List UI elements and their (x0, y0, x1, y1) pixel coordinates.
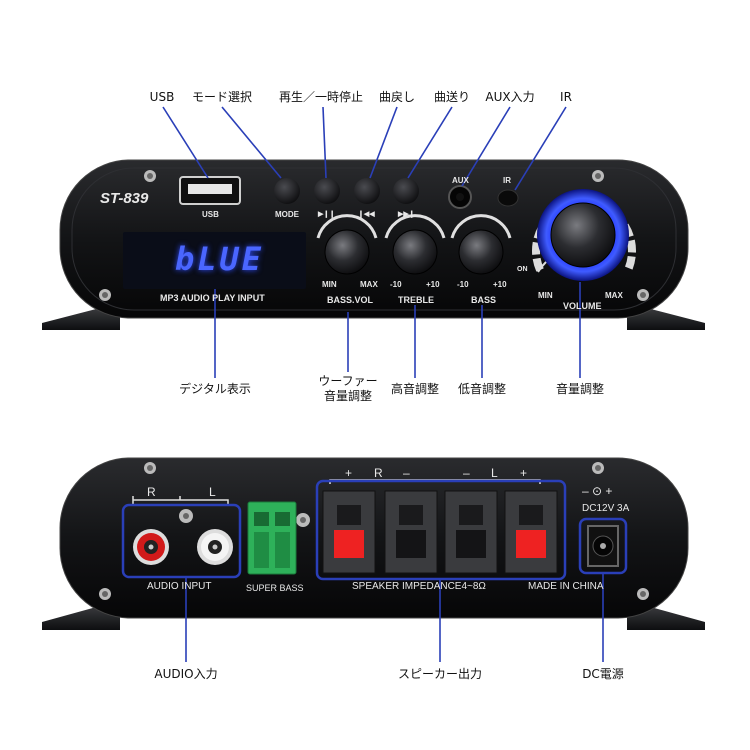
rca-right-label: R (147, 485, 156, 499)
display-caption: MP3 AUDIO PLAY INPUT (160, 293, 265, 303)
dc-rating-label: DC12V 3A (582, 503, 630, 514)
callout-play-pause: 再生／一時停止 (278, 90, 364, 104)
knob-bass-min: -10 (457, 280, 469, 289)
volume-max-label: MAX (605, 291, 623, 300)
speaker-pol-r-plus: + (345, 466, 353, 480)
made-in-label: MADE IN CHINA (528, 581, 604, 592)
callout-aux-input: AUX入力 (485, 90, 535, 104)
volume-min-label: MIN (538, 291, 553, 300)
knob-treble-max: +10 (426, 280, 440, 289)
callout-digital-display: デジタル表示 (179, 382, 251, 396)
callout-usb: USB (149, 90, 175, 104)
usb-port-label: USB (202, 210, 219, 219)
model-label: ST-839 (100, 190, 149, 207)
prev-glyph: ❙◀◀ (358, 211, 375, 218)
super-bass-label: SUPER BASS (246, 583, 304, 593)
callout-volume: 音量調整 (555, 382, 605, 396)
speaker-pol-l: L (491, 466, 498, 480)
aux-jack-label: AUX (452, 176, 469, 185)
callout-bass: 低音調整 (457, 382, 507, 396)
callout-ir: IR (560, 90, 572, 104)
volume-on-label: ON (517, 266, 528, 273)
next-glyph: ▶▶❙ (398, 211, 415, 218)
callout-next: 曲送り (433, 90, 471, 104)
speaker-pol-r: R (374, 466, 383, 480)
speaker-pol-r-minus: – (403, 466, 410, 480)
callout-speaker-output: スピーカー出力 (397, 667, 483, 681)
speaker-pol-l-minus: – (463, 466, 470, 480)
callout-previous: 曲戻し (378, 90, 416, 104)
speaker-impedance-label: SPEAKER IMPEDANCE4~8Ω (352, 581, 486, 592)
knob-bassvol-name: BASS.VOL (327, 295, 374, 305)
knob-bass-name: BASS (471, 295, 497, 305)
rca-left-label: L (209, 485, 216, 499)
knob-treble-name: TREBLE (398, 295, 434, 305)
callout-dc-power: DC電源 (582, 667, 624, 681)
highlight-boxes (121, 479, 628, 581)
ir-sensor-label: IR (503, 176, 511, 185)
mode-button-label: MODE (275, 210, 299, 219)
knob-bassvol-min: MIN (322, 280, 337, 289)
play-pause-glyph: ▶❙❙ (318, 211, 336, 218)
knob-treble-min: -10 (390, 280, 402, 289)
callout-treble: 高音調整 (390, 382, 440, 396)
knob-bass-max: +10 (493, 280, 507, 289)
audio-input-label: AUDIO INPUT (147, 581, 212, 592)
volume-knob-name: VOLUME (563, 301, 602, 311)
speaker-pol-l-plus: + (520, 466, 528, 480)
callout-lines (162, 106, 604, 662)
callout-mode-select: モード選択 (191, 90, 253, 104)
callout-audio-input: AUDIO入力 (154, 667, 218, 681)
digital-display: bLUE (123, 232, 306, 289)
display-readout: bLUE (175, 240, 265, 278)
callout-woofer-line2: 音量調整 (323, 389, 373, 403)
dc-polarity: – ⊙ + (582, 484, 613, 498)
callout-woofer-line1: ウーファー (318, 374, 378, 388)
knob-bassvol-max: MAX (360, 280, 378, 289)
